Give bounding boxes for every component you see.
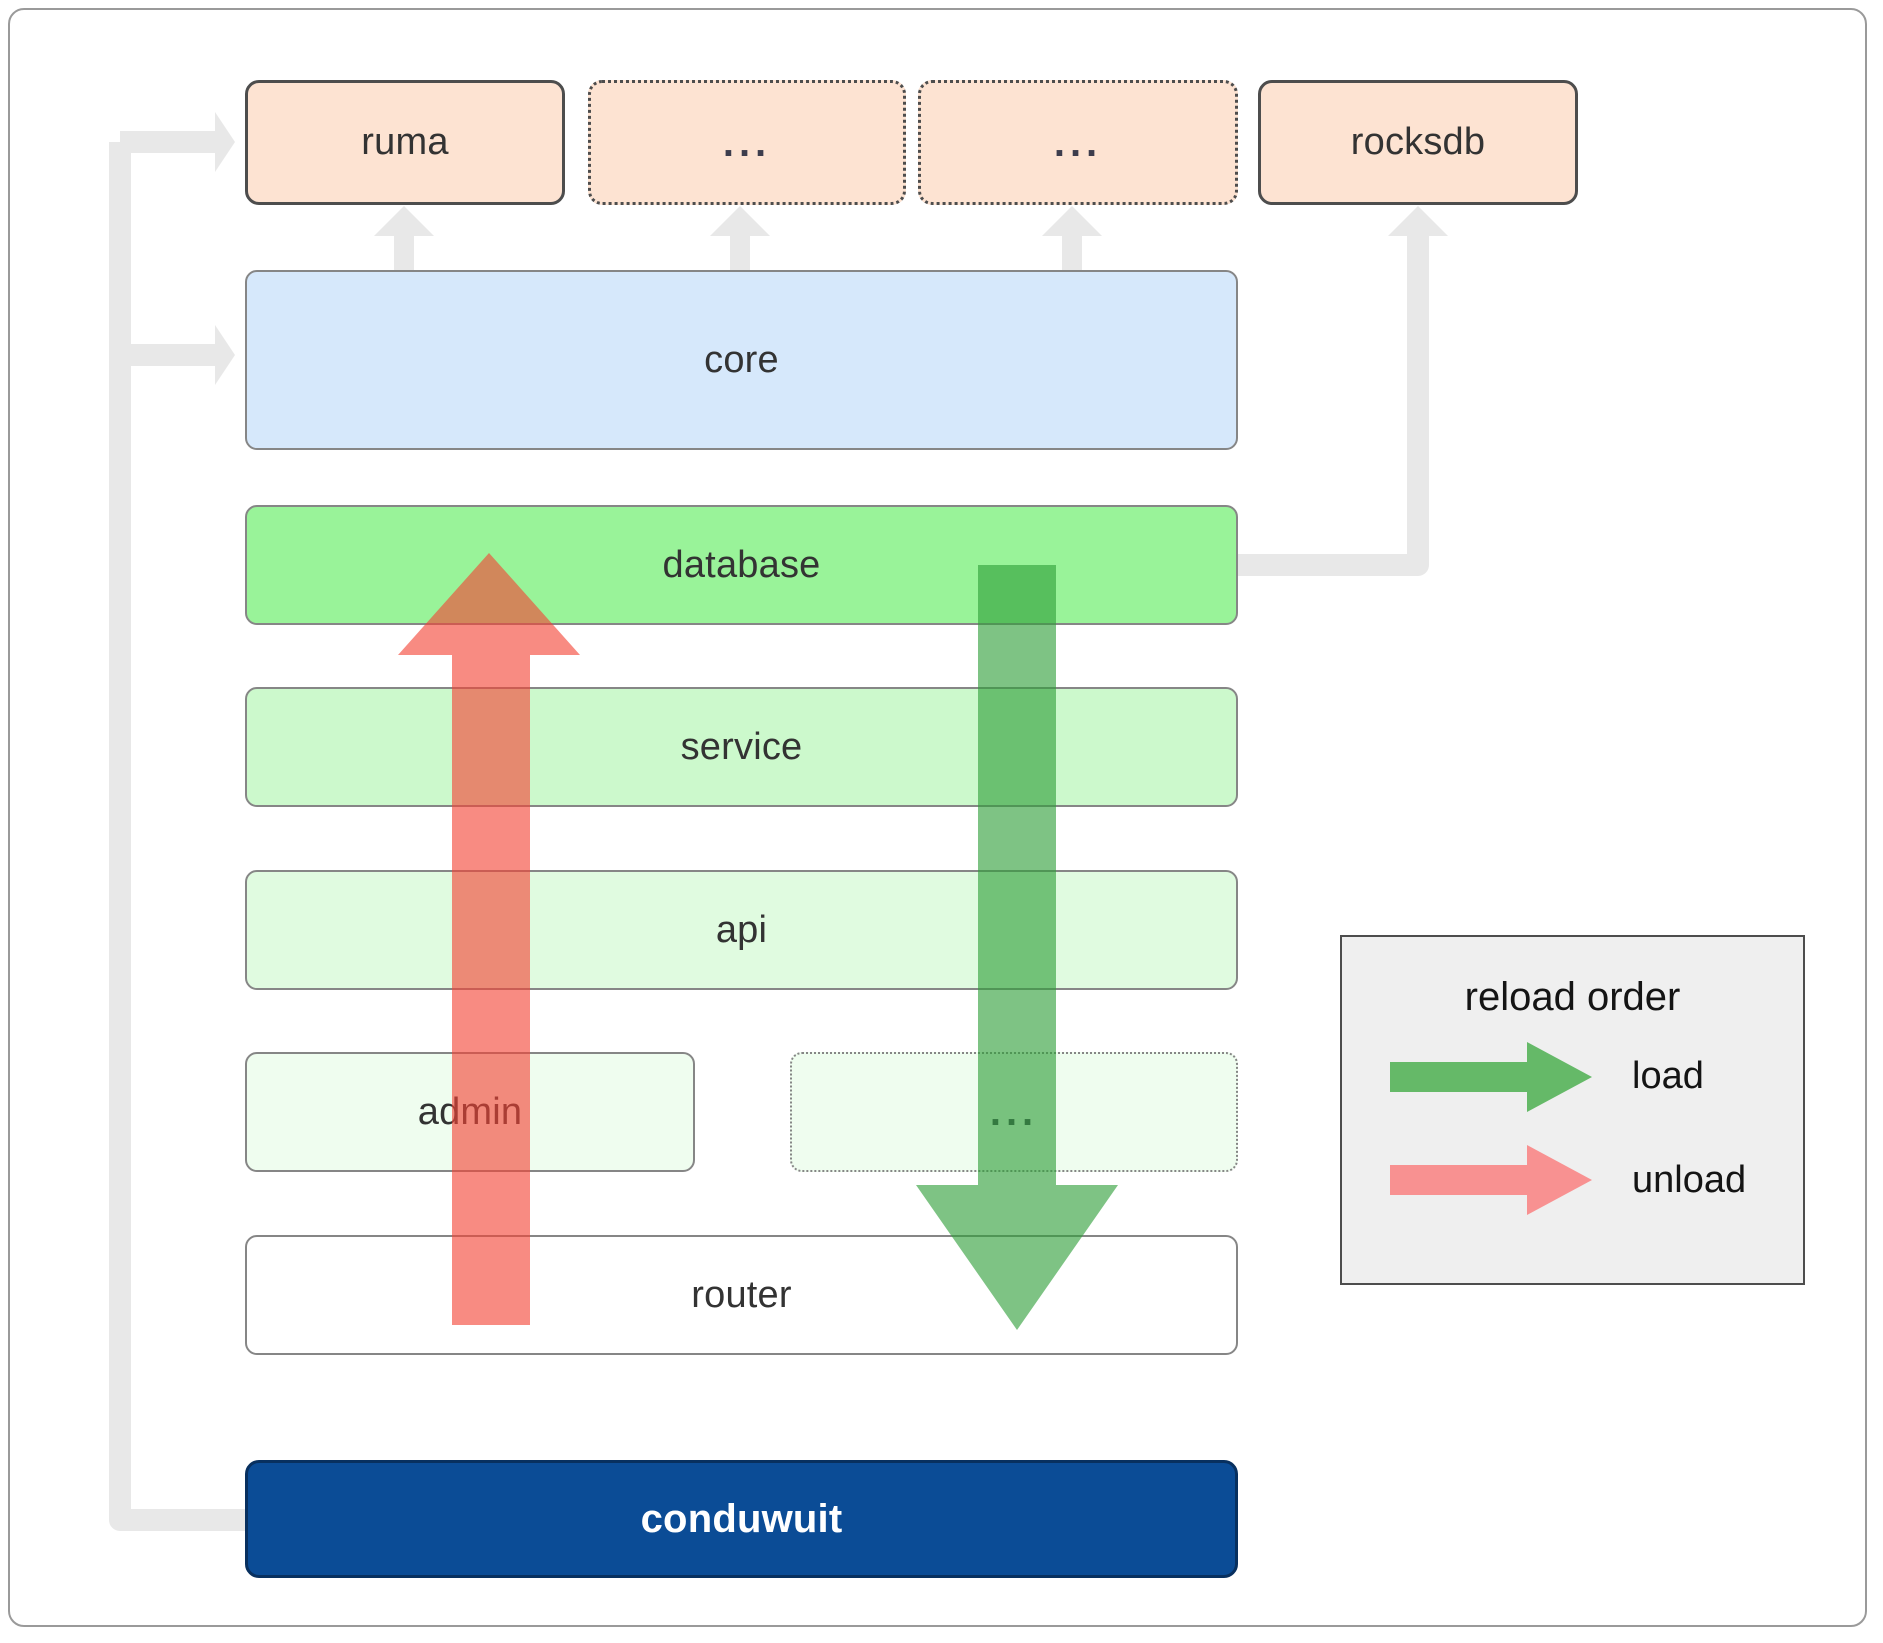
dependency-box-ruma[interactable]: ruma <box>245 80 565 205</box>
layer-box-core[interactable]: core <box>245 270 1238 450</box>
dependency-box-ellipsis-1[interactable]: ... <box>588 80 906 205</box>
layer-box-router[interactable]: router <box>245 1235 1238 1355</box>
legend-load-arrow-icon <box>1390 1042 1592 1112</box>
dependency-label: ... <box>1053 120 1103 165</box>
layer-label: api <box>715 908 768 951</box>
legend-panel: reload order load unload <box>1340 935 1805 1285</box>
layer-label: core <box>704 338 779 381</box>
layer-box-database[interactable]: database <box>245 505 1238 625</box>
legend-label-load: load <box>1632 1055 1704 1097</box>
layer-box-service[interactable]: service <box>245 687 1238 807</box>
dependency-label: rocksdb <box>1350 121 1486 163</box>
binary-label: conduwuit <box>640 1496 843 1541</box>
layer-box-admin[interactable]: admin <box>245 1052 695 1172</box>
legend-unload-arrow-icon <box>1390 1145 1592 1215</box>
dependency-box-rocksdb[interactable]: rocksdb <box>1258 80 1578 205</box>
layer-label: database <box>662 543 821 586</box>
legend-title: reload order <box>1464 975 1681 1019</box>
layer-label: admin <box>417 1090 523 1133</box>
legend-arrow-svg <box>1390 1042 1592 1215</box>
layer-box-ellipsis[interactable]: ... <box>790 1052 1238 1172</box>
dependency-box-ellipsis-2[interactable]: ... <box>918 80 1238 205</box>
diagram-frame <box>8 8 1867 1627</box>
dependency-label: ruma <box>361 121 449 163</box>
layer-box-api[interactable]: api <box>245 870 1238 990</box>
legend-label-unload: unload <box>1632 1159 1747 1201</box>
layer-label: ... <box>989 1090 1039 1134</box>
layer-label: router <box>691 1273 792 1316</box>
layer-label: service <box>680 725 803 768</box>
dependency-label: ... <box>722 120 772 165</box>
binary-box-conduwuit[interactable]: conduwuit <box>245 1460 1238 1578</box>
